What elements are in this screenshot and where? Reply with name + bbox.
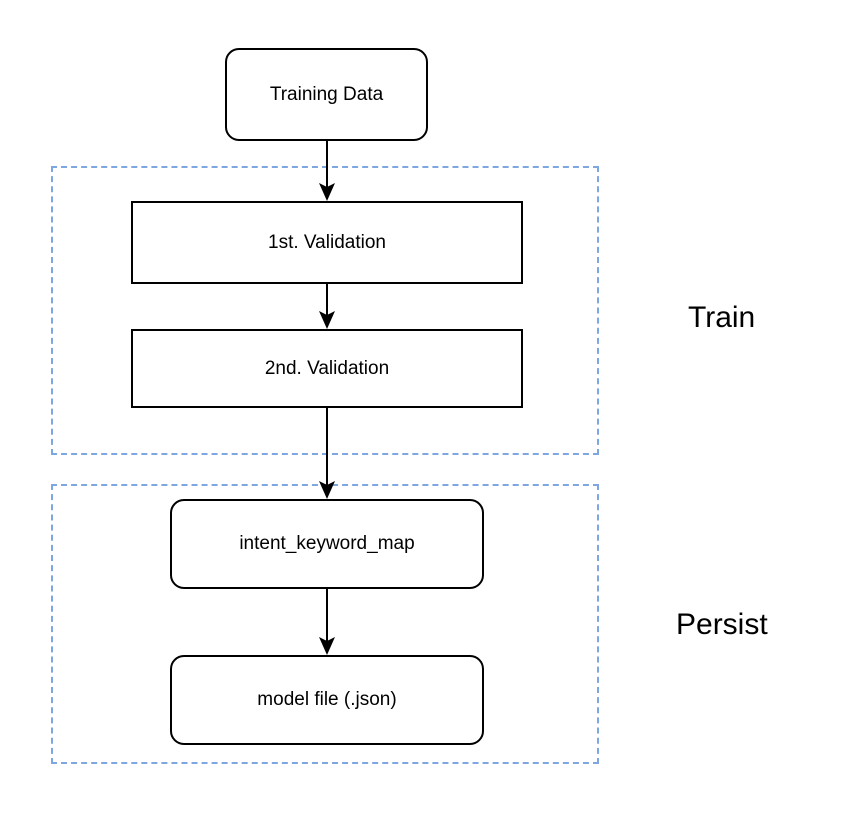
node-model-file[interactable]: model file (.json) <box>170 655 484 745</box>
node-second-validation-label: 2nd. Validation <box>264 357 390 379</box>
node-second-validation[interactable]: 2nd. Validation <box>131 329 523 408</box>
node-intent-keyword-map-label: intent_keyword_map <box>239 533 415 554</box>
node-model-file-label: model file (.json) <box>257 689 397 710</box>
node-intent-keyword-map[interactable]: intent_keyword_map <box>170 499 484 589</box>
node-first-validation[interactable]: 1st. Validation <box>131 201 523 284</box>
node-training-data[interactable]: Training Data <box>225 48 428 141</box>
node-training-data-label: Training Data <box>269 83 384 105</box>
group-label-train: Train <box>688 301 756 334</box>
node-first-validation-label: 1st. Validation <box>268 231 386 253</box>
group-label-persist: Persist <box>676 608 768 641</box>
group-container-train <box>51 166 599 455</box>
